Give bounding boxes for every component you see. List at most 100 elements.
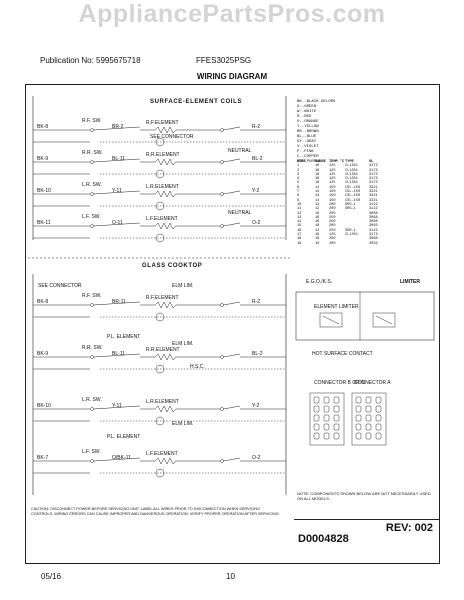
document-number: D0004828 — [298, 533, 349, 545]
table-cell: CL1351 — [345, 168, 358, 173]
connector-pin — [323, 396, 330, 404]
table-cell: 3122 — [369, 202, 378, 207]
table-cell: 3122 — [369, 207, 378, 212]
revision: REV: 002 — [385, 522, 433, 534]
table-cell: 250 — [329, 228, 336, 233]
connector-pin — [375, 405, 382, 413]
table-cell: SGR-1 — [345, 228, 356, 233]
legend-item: BL.-BLUE — [297, 135, 317, 139]
table-cell: CSL-150 — [345, 185, 361, 190]
table-cell: 15 — [297, 224, 302, 229]
neutral-label: NEUTRAL — [228, 148, 252, 154]
wire-label: BL-11 — [112, 351, 125, 357]
table-cell: 18 — [315, 177, 320, 182]
wire-label: L.F.ELEMENT — [146, 451, 178, 457]
table-cell: 200 — [329, 202, 336, 207]
table-cell: 125 — [329, 233, 336, 238]
wire-label: O-2 — [252, 220, 261, 226]
limiter-title: LIMITER — [400, 279, 420, 285]
table-cell: 150 — [329, 194, 336, 199]
wire-label: BK-10 — [37, 403, 51, 409]
wire-label: BK-8 — [37, 124, 49, 130]
connector-pin — [375, 432, 382, 440]
table-cell: 250 — [329, 215, 336, 220]
wire-label: Y-11 — [112, 188, 122, 194]
glass-section-title: GLASS COOKTOP — [142, 263, 203, 269]
table-cell: CSL-150 — [345, 194, 361, 199]
connector-pin — [365, 423, 372, 431]
diagram-frame — [25, 84, 440, 564]
wire-label: BR-2 — [112, 124, 124, 130]
connector-pin — [313, 432, 320, 440]
wire-label: BK-10 — [37, 188, 51, 194]
model-number: FFES3025PSG — [196, 56, 252, 65]
table-cell: 125 — [329, 181, 336, 186]
legend-item: Y.-YELLOW — [297, 125, 319, 129]
connector-pin — [323, 414, 330, 422]
table-cell: 3321 — [369, 194, 378, 199]
table-cell: 4 — [297, 177, 300, 182]
table-cell: CL1351 — [345, 164, 358, 169]
table-cell: SRG-1 — [345, 202, 356, 207]
table-cell: CL1351 — [345, 181, 358, 186]
legend-item: P.-PINK — [297, 150, 314, 154]
table-cell: 3173 — [369, 172, 378, 177]
hsc-label: H.S.C. — [190, 364, 205, 370]
table-cell: 3122 — [369, 228, 378, 233]
connector-pin — [313, 423, 320, 431]
table-cell: 250 — [329, 220, 336, 225]
connector-pin — [333, 432, 340, 440]
wire-label: Y-2 — [252, 188, 260, 194]
table-cell: 3173 — [369, 181, 378, 186]
wire-label: BL-11 — [112, 156, 125, 162]
table-cell: 18 — [315, 168, 320, 173]
connector-a-label: CONNECTOR A — [354, 380, 391, 386]
table-cell: 3068 — [369, 215, 378, 220]
caution-note: CAUTION: DISCONNECT POWER BEFORE SERVICI… — [31, 507, 280, 516]
wire-label: BL-2 — [252, 351, 263, 357]
elm-lim-label: ELM LIM. — [172, 283, 194, 289]
table-cell: 17 — [297, 233, 302, 238]
table-cell: CL1351 — [345, 172, 358, 177]
connector-hint: SEE CONNECTOR — [150, 134, 194, 140]
page-number: 10 — [226, 572, 235, 581]
table-cell: 3068 — [369, 220, 378, 225]
table-cell: WIRE — [297, 160, 306, 164]
table-cell: TYPE — [345, 160, 354, 164]
wire-label: O-2 — [252, 455, 261, 461]
table-cell: 3032 — [369, 241, 378, 246]
table-cell: 3068 — [369, 211, 378, 216]
table-cell: 18 — [297, 237, 302, 242]
table-cell: 3321 — [369, 190, 378, 195]
wire-label: R.R.ELEMENT — [146, 152, 180, 158]
wire-label: R.R.ELEMENT — [146, 347, 180, 353]
connector-pin — [323, 423, 330, 431]
wire-label: R.F. SW. — [82, 293, 102, 299]
table-cell: 3050 — [369, 224, 378, 229]
table-cell: 13 — [297, 215, 302, 220]
wire-label: BK-8 — [37, 299, 49, 305]
table-cell: 3321 — [369, 185, 378, 190]
neutral-label-2: NEUTRAL — [228, 210, 252, 216]
table-cell: 16 — [297, 228, 302, 233]
table-cell: 200 — [329, 237, 336, 242]
table-cell: UL — [369, 160, 374, 164]
legend-item: W.-WHITE — [297, 110, 317, 114]
connector-pin — [313, 396, 320, 404]
wire-label: R-2 — [252, 124, 261, 130]
wire-label: Y-11 — [112, 403, 122, 409]
table-cell: 150 — [329, 198, 336, 203]
connector-pin — [355, 396, 362, 404]
wire-label: L.F. SW. — [82, 214, 101, 220]
legend-item: BK.-BLACK GELORS — [297, 100, 336, 104]
